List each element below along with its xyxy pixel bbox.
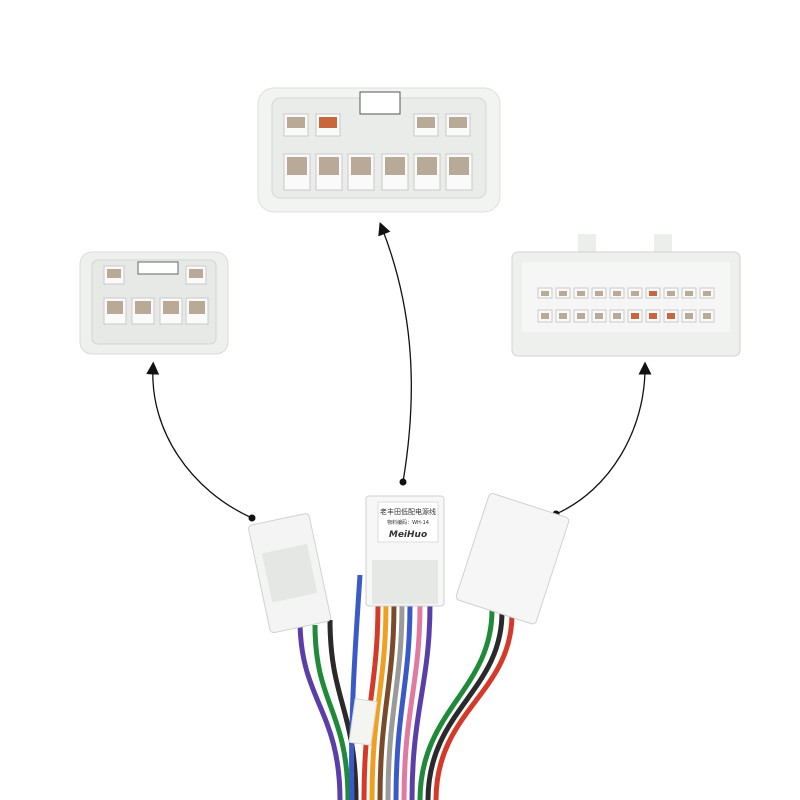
pin-contact bbox=[595, 291, 603, 296]
pin-contact bbox=[417, 157, 437, 175]
pin-contact bbox=[135, 301, 151, 314]
connector-20pin-closeup bbox=[511, 234, 741, 357]
pin-contact bbox=[449, 117, 467, 128]
pin-contact bbox=[287, 117, 305, 128]
harness-plug-left bbox=[248, 513, 332, 634]
pin-contact bbox=[385, 157, 405, 175]
pin-contact bbox=[631, 291, 639, 296]
pin-contact bbox=[189, 301, 205, 314]
pin-contact bbox=[189, 269, 203, 278]
pin-contact bbox=[541, 291, 549, 296]
pin-contact bbox=[595, 313, 603, 319]
pin-contact bbox=[541, 313, 549, 319]
wire bbox=[349, 574, 363, 800]
arrow-to-left-connector bbox=[146, 361, 253, 519]
pin-contact bbox=[559, 291, 567, 296]
pin-contact bbox=[163, 301, 179, 314]
pin-contact bbox=[649, 291, 657, 296]
wire bbox=[401, 603, 423, 800]
pin-contact bbox=[287, 157, 307, 175]
pin-contact bbox=[613, 291, 621, 296]
pin-contact bbox=[703, 313, 711, 319]
pin-contact bbox=[685, 291, 693, 296]
pin-contact bbox=[667, 313, 675, 319]
arrow-to-right-connector bbox=[555, 361, 652, 515]
pin-contact bbox=[649, 313, 657, 319]
wire-tag bbox=[348, 698, 378, 746]
pin-contact bbox=[449, 157, 469, 175]
pin-contact bbox=[107, 301, 123, 314]
wire bbox=[385, 603, 405, 800]
label-line-2: 物料编码：WH-14 bbox=[387, 519, 429, 526]
connector-12pin-closeup bbox=[257, 87, 501, 213]
pin-contact bbox=[559, 313, 567, 319]
wire bbox=[327, 619, 359, 800]
connector-8pin-closeup bbox=[79, 251, 229, 355]
pin-contact bbox=[417, 117, 435, 128]
pin-contact bbox=[577, 313, 585, 319]
pin-contact bbox=[107, 269, 121, 278]
wire bbox=[409, 603, 433, 800]
arrow-to-top-connector bbox=[378, 221, 412, 483]
wire bbox=[433, 613, 515, 800]
pin-contact bbox=[631, 313, 639, 319]
pin-contact bbox=[319, 117, 337, 128]
harness-plug-right bbox=[455, 493, 570, 625]
wire bbox=[417, 609, 495, 800]
pin-contact bbox=[667, 291, 675, 296]
pin-contact bbox=[351, 157, 371, 175]
pin-contact bbox=[685, 313, 693, 319]
wire bbox=[361, 603, 381, 800]
label-line-1: 老丰田低配电源线 bbox=[380, 507, 436, 516]
brand-label: MeiHuo bbox=[389, 530, 427, 540]
pin-contact bbox=[613, 313, 621, 319]
wire bbox=[369, 603, 389, 800]
wire bbox=[393, 603, 413, 800]
wire bbox=[297, 619, 343, 800]
pin-contact bbox=[703, 291, 711, 296]
pin-contact bbox=[319, 157, 339, 175]
harness-plug-middle: 老丰田低配电源线 物料编码：WH-14 MeiHuo bbox=[365, 495, 445, 607]
wire-bundle bbox=[297, 574, 515, 800]
wire bbox=[425, 611, 505, 800]
wire bbox=[377, 603, 397, 800]
pin-contact bbox=[577, 291, 585, 296]
wire bbox=[312, 624, 351, 800]
